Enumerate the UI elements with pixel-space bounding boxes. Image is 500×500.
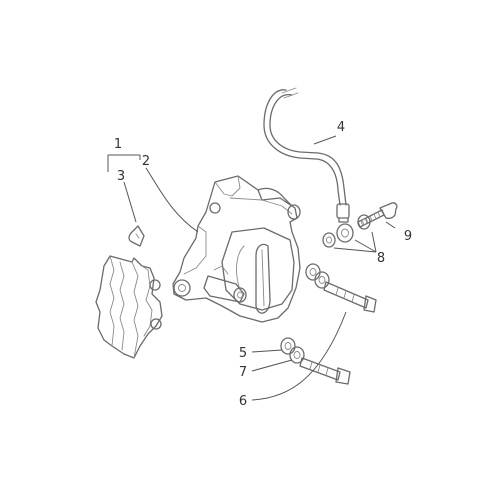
callout-6: 6 — [239, 394, 247, 409]
washers — [280, 263, 330, 364]
brake-pads — [95, 255, 163, 359]
callout-2: 2 — [142, 154, 150, 169]
callout-1: 1 — [114, 137, 122, 152]
callout-8: 8 — [377, 251, 385, 266]
sealing-washers — [322, 214, 371, 248]
brake-caliper — [172, 175, 301, 323]
callout-5: 5 — [239, 346, 247, 361]
callout-4: 4 — [337, 120, 345, 135]
callout-labels: 1 2 3 4 5 6 7 8 9 — [114, 120, 412, 409]
brake-pad-clip — [128, 225, 145, 247]
mounting-bolt-lower — [299, 357, 351, 385]
leader-lines — [107, 135, 396, 401]
callout-3: 3 — [117, 169, 125, 184]
callout-7: 7 — [239, 365, 247, 380]
callout-9: 9 — [404, 229, 412, 244]
mounting-bolt-upper — [323, 281, 377, 313]
brake-hose — [263, 87, 350, 223]
